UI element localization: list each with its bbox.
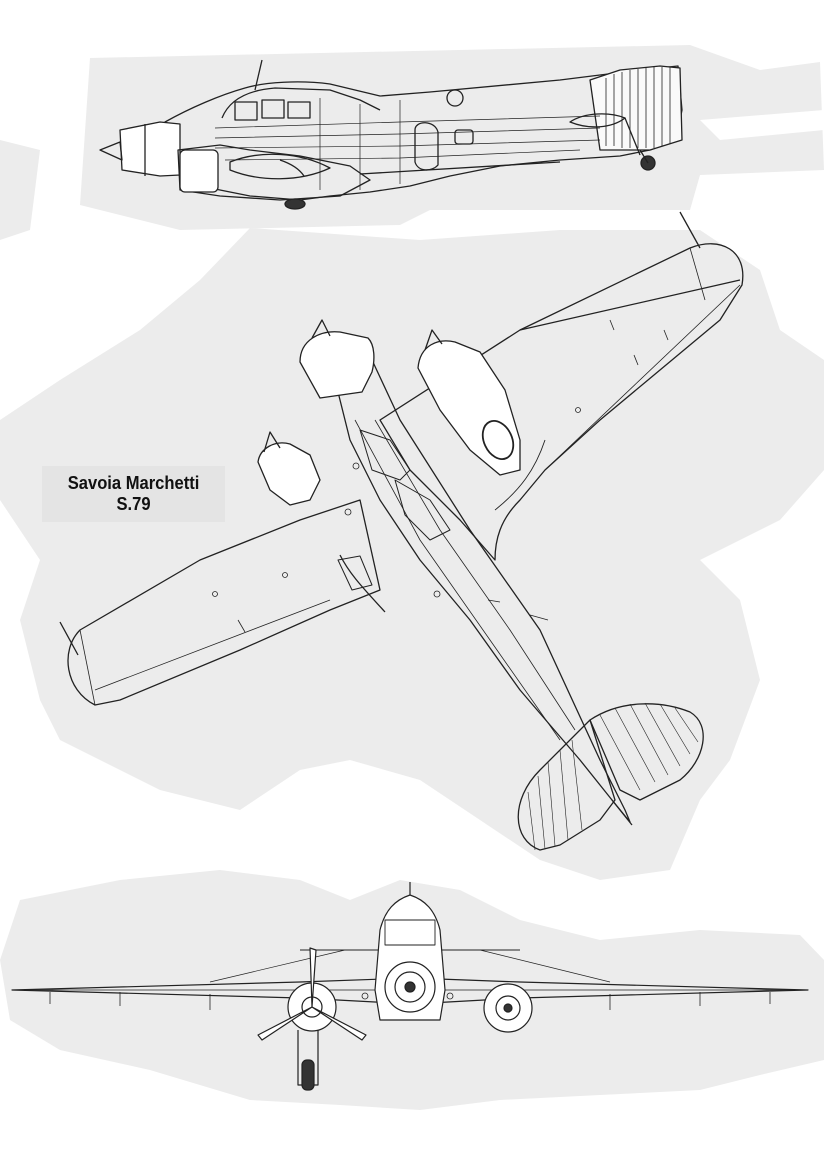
aircraft-title-caption: Savoia Marchetti S.79 [42,466,225,522]
aircraft-title-line2: S.79 [116,494,151,514]
aircraft-title-line1: Savoia Marchetti [67,473,200,493]
